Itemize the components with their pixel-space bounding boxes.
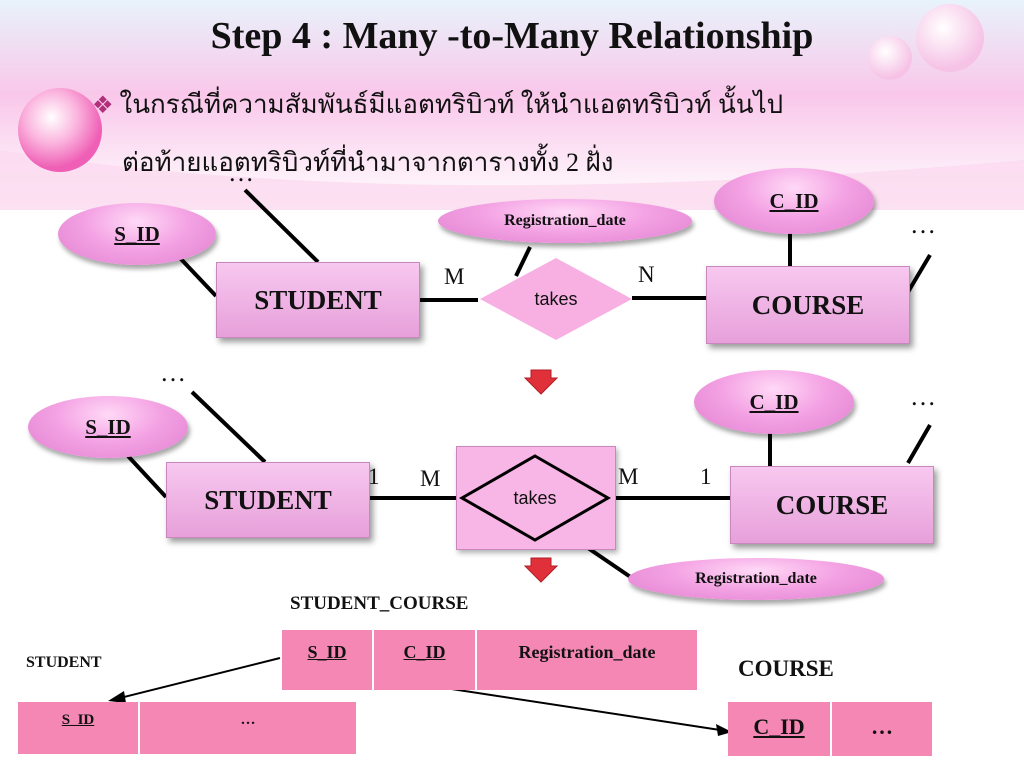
table-cell: Registration_date xyxy=(477,630,697,690)
cardinality-1-right-2: 1 xyxy=(700,464,712,489)
s-id-attribute-2: S_ID xyxy=(28,396,188,458)
slide-title: Step 4 : Many -to-Many Relationship xyxy=(210,15,814,57)
cardinality-m-1: M xyxy=(444,264,465,289)
s-id-attribute-1: S_ID xyxy=(58,203,216,265)
course-entity-1: COURSE xyxy=(706,266,910,344)
table-cell: C_ID xyxy=(728,702,832,756)
cardinality-m-right-2: M xyxy=(618,464,639,489)
course-table: C_ID … xyxy=(728,702,932,756)
student-table: S_ID … xyxy=(18,702,356,754)
table-cell: S_ID xyxy=(282,630,374,690)
diamond-bullet-icon: ❖ xyxy=(92,93,114,119)
student-table-label: STUDENT xyxy=(26,654,102,671)
ellipsis-left-1: … xyxy=(228,158,254,187)
down-arrow-icon xyxy=(523,369,559,395)
table-cell: … xyxy=(140,702,356,754)
student-entity-1: STUDENT xyxy=(216,262,420,338)
ellipsis-left-2: … xyxy=(160,358,186,387)
bullet-text-line-2: ต่อท้ายแอตทริบิวท์ที่นำมาจากตารางทั้ง 2 … xyxy=(122,148,614,177)
table-cell: S_ID xyxy=(18,702,140,754)
student-course-table-label: STUDENT_COURSE xyxy=(290,593,469,614)
takes-relationship-diamond-2 xyxy=(458,454,612,542)
registration-date-attribute-1: Registration_date xyxy=(438,199,692,243)
associative-entity-box xyxy=(456,446,616,550)
relationship-label-1: takes xyxy=(534,289,578,309)
course-entity-2: COURSE xyxy=(730,466,934,544)
table-cell: C_ID xyxy=(374,630,477,690)
cardinality-1-left-2: 1 xyxy=(368,464,380,489)
bullet-text-line-1: ❖ในกรณีที่ความสัมพันธ์มีแอตทริบิวท์ ให้น… xyxy=(92,84,783,125)
c-id-attribute-2: C_ID xyxy=(694,370,854,434)
takes-relationship-diamond-1 xyxy=(480,258,632,340)
ellipsis-right-2: … xyxy=(910,382,936,411)
registration-date-attribute-2: Registration_date xyxy=(628,558,884,600)
c-id-attribute-1: C_ID xyxy=(714,168,874,234)
cardinality-n-1: N xyxy=(638,262,655,287)
table-cell: … xyxy=(832,702,932,756)
cardinality-m-left-2: M xyxy=(420,466,441,491)
ellipsis-right-1: … xyxy=(910,210,936,239)
student-course-table: S_ID C_ID Registration_date xyxy=(282,630,697,690)
course-table-label: COURSE xyxy=(738,656,834,681)
relationship-label-2: takes xyxy=(513,488,557,508)
bullet-text: ในกรณีที่ความสัมพันธ์มีแอตทริบิวท์ ให้นำ… xyxy=(119,90,784,119)
down-arrow-icon xyxy=(523,557,559,583)
student-entity-2: STUDENT xyxy=(166,462,370,538)
